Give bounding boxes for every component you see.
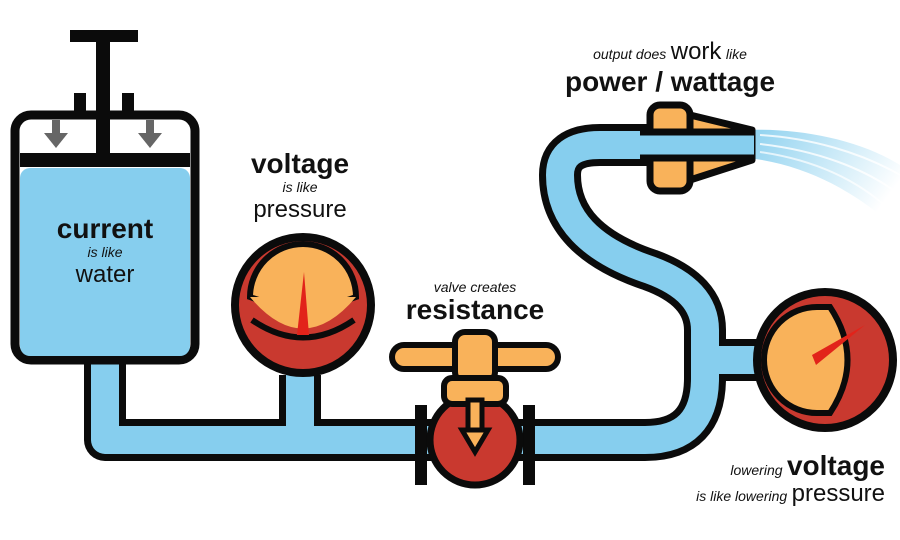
pressure-gauge-icon	[231, 233, 375, 377]
label-lowering-pre2: is like lowering	[696, 488, 788, 504]
pipe	[84, 124, 770, 461]
label-lowering: lowering voltage is like lowering pressu…	[655, 452, 885, 506]
gauge-needle	[812, 325, 865, 365]
pump-plunger-icon	[20, 30, 190, 167]
label-power-like: like	[725, 46, 747, 62]
label-current-word: water	[75, 261, 135, 288]
label-power-title: power / wattage	[564, 66, 776, 97]
label-voltage-word: pressure	[253, 196, 347, 223]
label-voltage-title: voltage	[250, 148, 350, 179]
label-voltage-sub: is like	[282, 179, 318, 195]
valve-icon	[389, 329, 561, 489]
label-lowering-voltage: voltage	[786, 450, 885, 481]
pressure-gauge-icon	[753, 288, 897, 432]
label-current-sub: is like	[87, 244, 123, 260]
label-resistance: valve creates resistance	[390, 280, 560, 324]
pump-tank	[10, 30, 200, 365]
label-power-work: work	[670, 38, 722, 65]
water-spray	[748, 129, 900, 232]
label-resistance-title: resistance	[405, 294, 545, 325]
label-current: current is like water	[40, 215, 170, 287]
label-voltage: voltage is like pressure	[230, 150, 370, 222]
label-current-title: current	[56, 213, 154, 244]
nozzle-icon	[640, 101, 756, 195]
label-resistance-sub: valve creates	[433, 279, 517, 295]
label-power-pre: output does	[593, 46, 667, 62]
label-power: output does work like power / wattage	[545, 40, 795, 96]
down-arrow-icon	[44, 120, 162, 148]
label-lowering-pre: lowering	[730, 462, 783, 478]
label-lowering-pressure: pressure	[791, 480, 885, 507]
